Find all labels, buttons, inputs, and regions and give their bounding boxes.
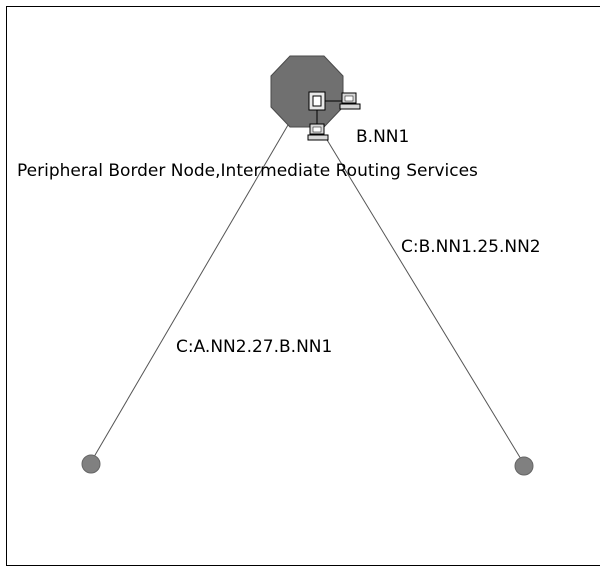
link-line-left[interactable] <box>90 124 289 463</box>
endpoint-node-right[interactable] <box>514 456 534 476</box>
octagon-network-node-icon[interactable] <box>270 55 344 128</box>
computer-icon <box>307 123 329 141</box>
server-icon <box>308 91 326 111</box>
central-node[interactable] <box>270 55 361 141</box>
topology-graph <box>81 55 534 476</box>
endpoint-node-left[interactable] <box>81 454 101 474</box>
node-name-label: B.NN1 <box>356 127 410 147</box>
computer-icon <box>339 92 361 110</box>
link-label-left: C:A.NN2.27.B.NN1 <box>176 337 333 357</box>
link-label-right: C:B.NN1.25.NN2 <box>401 237 541 257</box>
node-role-label: Peripheral Border Node,Intermediate Rout… <box>17 161 478 181</box>
link-line-right[interactable] <box>317 124 525 465</box>
topology-canvas: B.NN1 Peripheral Border Node,Intermediat… <box>6 6 600 566</box>
